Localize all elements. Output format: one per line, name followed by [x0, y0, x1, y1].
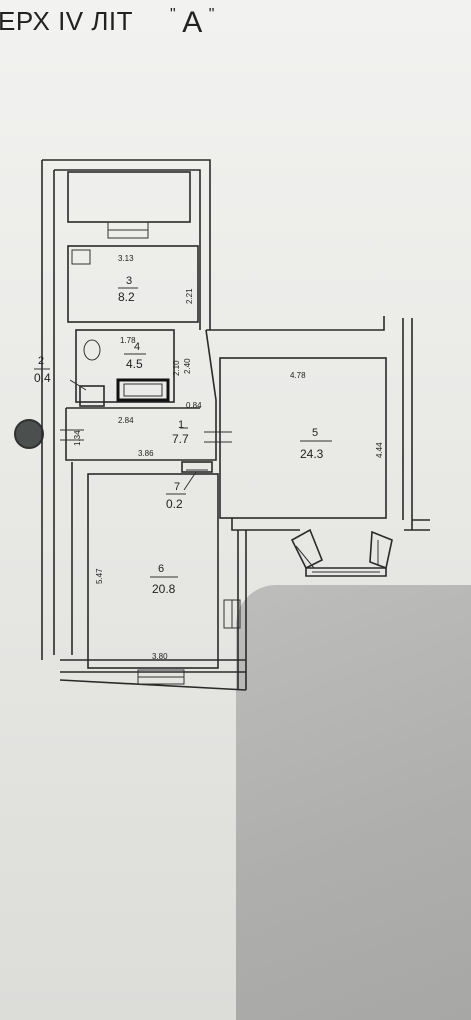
room-2-label: 2 0.4	[34, 355, 51, 385]
dim-room6-height: 5.47	[95, 568, 104, 584]
floor-header: ЕРХ IV ЛІТ	[0, 6, 134, 36]
room-7-area: 0.2	[166, 497, 183, 511]
dim-room4-height: 2.10	[172, 360, 181, 376]
lit-letter: А	[182, 6, 203, 39]
room-3-label: 3 8.2	[118, 275, 138, 304]
room-6-label: 6 20.8	[150, 563, 178, 596]
dim-room1-top-width: 2.84	[118, 416, 134, 425]
photo-shadow	[236, 585, 471, 1020]
lit-header: " А "	[170, 6, 215, 40]
room-5-area: 24.3	[300, 447, 324, 461]
walls	[41, 159, 430, 691]
room-7-label: 7 0.2	[166, 481, 186, 511]
lit-open-quote: "	[170, 6, 177, 23]
room-2-number: 2	[38, 355, 44, 367]
room-3-number: 3	[126, 275, 132, 287]
dim-room4-width: 1.78	[120, 336, 136, 345]
room-5-number: 5	[312, 427, 318, 439]
room-7-number: 7	[174, 481, 180, 493]
dim-room1-left: 1.34	[73, 430, 82, 446]
dim-room6-width: 3.80	[152, 652, 168, 661]
room-4-label: 4 4.5	[124, 341, 146, 371]
room-3-area: 8.2	[118, 290, 135, 304]
dim-balcony-width: 3.13	[118, 254, 134, 263]
lit-close-quote: "	[208, 6, 215, 23]
room-1-number: 1	[178, 419, 184, 431]
room-4-number: 4	[134, 341, 140, 353]
room-6-number: 6	[158, 563, 164, 575]
room-5-label: 5 24.3	[300, 427, 332, 461]
dim-room5-height: 4.44	[375, 442, 384, 458]
room-6-area: 20.8	[152, 582, 176, 596]
room-1-label: 1 7.7	[172, 419, 189, 446]
room-2-area: 0.4	[34, 371, 51, 385]
dim-room1-bottom-width: 3.86	[138, 449, 154, 458]
dim-room4-side: 2.40	[183, 358, 192, 374]
dim-room1-side: 0.84	[186, 401, 202, 410]
room-4-area: 4.5	[126, 357, 143, 371]
dim-room5-width: 4.78	[290, 371, 306, 380]
punch-hole-icon	[15, 420, 43, 448]
dim-room3-height: 2.21	[185, 288, 194, 304]
room-1-area: 7.7	[172, 432, 189, 446]
